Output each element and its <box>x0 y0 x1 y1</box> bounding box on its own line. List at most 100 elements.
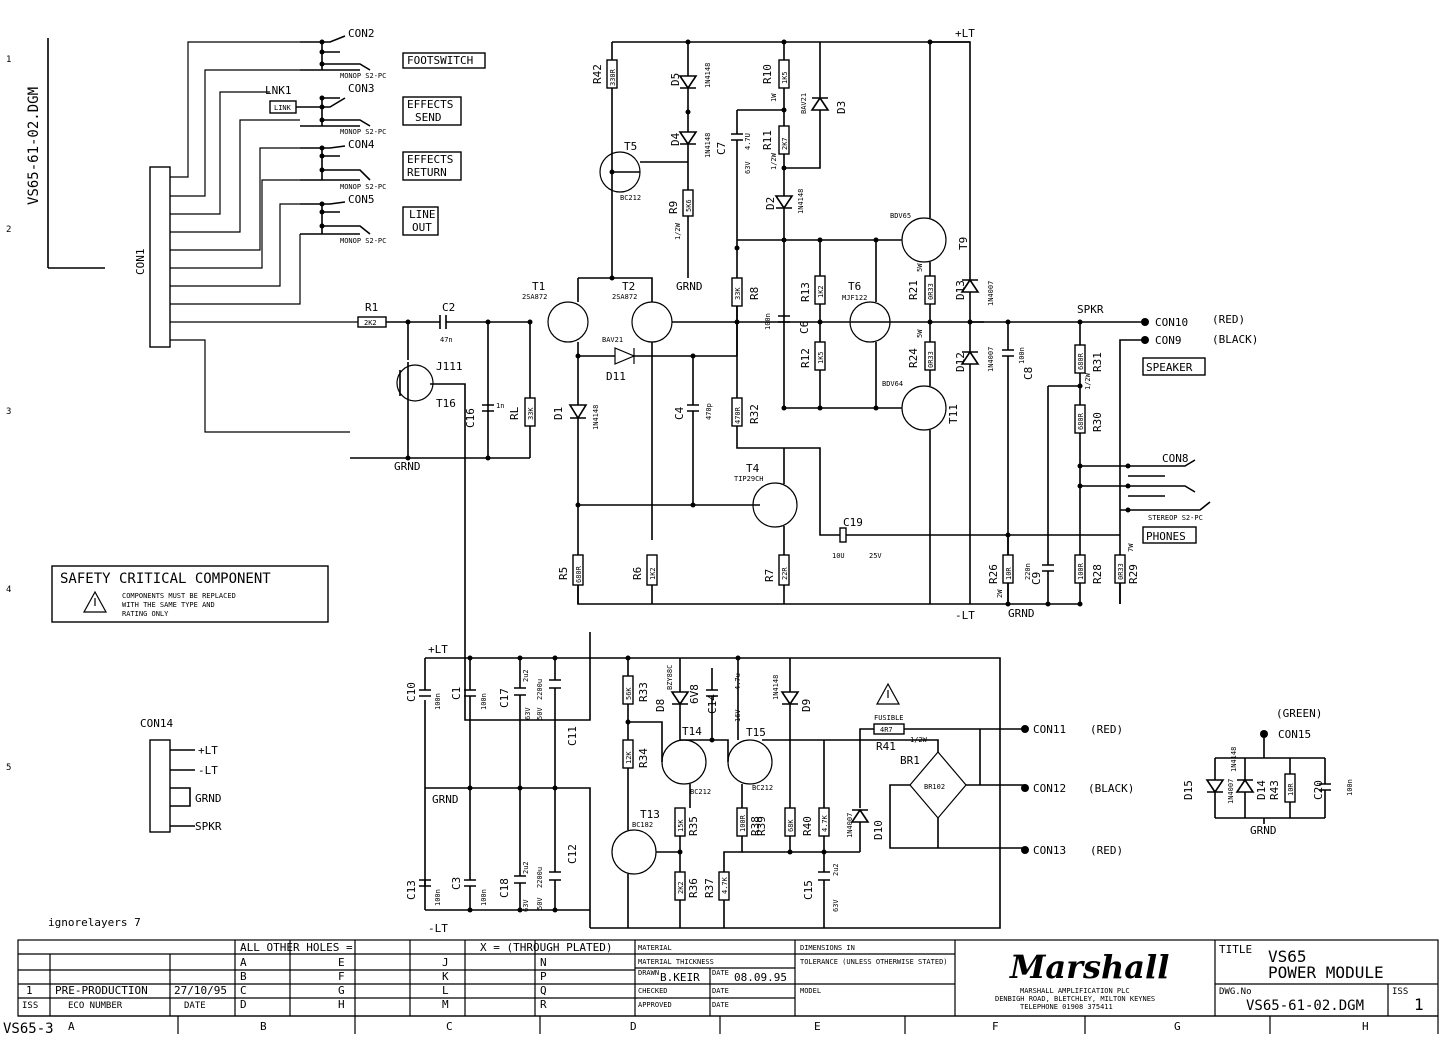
svg-text:SEND: SEND <box>415 111 442 124</box>
svg-text:G: G <box>1174 1020 1181 1033</box>
con15-network: (GREEN) CON15 D15 1N4007 D14 1N4148 R43 … <box>1182 707 1354 837</box>
svg-text:680R: 680R <box>1077 412 1085 430</box>
svg-text:-LT: -LT <box>955 609 975 622</box>
svg-text:10U: 10U <box>832 552 845 560</box>
svg-text:+LT: +LT <box>198 744 218 757</box>
svg-text:-LT: -LT <box>428 922 448 935</box>
svg-text:680R: 680R <box>575 565 583 583</box>
svg-text:C8: C8 <box>1022 367 1035 380</box>
diff-pair: T1 2SA872 T2 2SA872 D11 BAV21 D1 1N4148 … <box>522 275 1080 605</box>
svg-text:GRND: GRND <box>195 792 222 805</box>
label-footswitch: FOOTSWITCH <box>402 52 486 69</box>
svg-text:WITH THE SAME TYPE AND: WITH THE SAME TYPE AND <box>122 601 215 609</box>
svg-text:F: F <box>992 1020 999 1033</box>
svg-text:R29: R29 <box>1127 564 1140 584</box>
svg-text:GRND: GRND <box>1008 607 1035 620</box>
svg-text:ISS: ISS <box>22 1001 38 1011</box>
svg-text:CON2: CON2 <box>348 27 375 40</box>
svg-text:R10: R10 <box>761 64 774 84</box>
svg-text:C1: C1 <box>450 687 463 700</box>
svg-text:R21: R21 <box>907 280 920 300</box>
svg-text:B.KEIR: B.KEIR <box>660 971 700 984</box>
svg-text:5W: 5W <box>916 263 924 272</box>
svg-text:CON4: CON4 <box>348 138 375 151</box>
svg-text:1: 1 <box>1414 995 1424 1014</box>
label-effects-send: EFFECTS SEND <box>402 96 462 126</box>
svg-text:COMPONENTS MUST BE REPLACED: COMPONENTS MUST BE REPLACED <box>122 592 236 600</box>
svg-text:D12: D12 <box>954 352 967 372</box>
svg-text:C16: C16 <box>464 408 477 428</box>
svg-text:DIMENSIONS IN: DIMENSIONS IN <box>800 944 855 952</box>
svg-text:220n: 220n <box>1024 563 1032 580</box>
svg-text:PHONES: PHONES <box>1146 530 1186 543</box>
svg-text:C18: C18 <box>498 878 511 898</box>
svg-text:C11: C11 <box>566 726 579 746</box>
svg-text:R40: R40 <box>801 816 814 836</box>
svg-text:T14: T14 <box>682 725 702 738</box>
svg-text:M: M <box>442 998 449 1011</box>
svg-text:(BLACK): (BLACK) <box>1212 333 1258 346</box>
svg-text:C2: C2 <box>442 301 455 314</box>
svg-text:EFFECTS: EFFECTS <box>407 153 453 166</box>
svg-text:R30: R30 <box>1091 412 1104 432</box>
svg-text:330R: 330R <box>609 68 617 86</box>
svg-text:1K2: 1K2 <box>649 567 657 580</box>
svg-text:2u2: 2u2 <box>522 861 530 874</box>
margin-id: VS65-61-02.DGM <box>26 87 42 205</box>
svg-text:RL: RL <box>508 406 521 420</box>
svg-text:10R: 10R <box>1287 783 1295 796</box>
svg-text:-LT: -LT <box>198 764 218 777</box>
svg-text:R36: R36 <box>687 878 700 898</box>
label-line-out: LINE OUT <box>402 206 439 236</box>
svg-text:T16: T16 <box>436 397 456 410</box>
svg-text:R24: R24 <box>907 348 920 368</box>
speaker-output: SPKR CON10 (RED) CON9 (BLACK) SPEAKER R3… <box>970 303 1258 620</box>
svg-text:MONOP S2-PC: MONOP S2-PC <box>340 72 386 80</box>
svg-text:(BLACK): (BLACK) <box>1088 782 1134 795</box>
svg-text:R12: R12 <box>799 348 812 368</box>
svg-text:DENBIGH ROAD, BLETCHLEY, MILTO: DENBIGH ROAD, BLETCHLEY, MILTON KEYNES <box>995 995 1155 1003</box>
con1-header: CON1 <box>134 41 360 433</box>
svg-text:63V: 63V <box>522 899 530 912</box>
svg-text:C17: C17 <box>498 688 511 708</box>
svg-text:D14: D14 <box>1255 780 1268 800</box>
svg-text:C13: C13 <box>405 880 418 900</box>
svg-text:2200u: 2200u <box>536 867 544 888</box>
svg-text:R35: R35 <box>687 816 700 836</box>
svg-text:4R7: 4R7 <box>880 726 893 734</box>
svg-text:T4: T4 <box>746 462 760 475</box>
svg-text:D11: D11 <box>606 370 626 383</box>
svg-text:CON9: CON9 <box>1155 334 1182 347</box>
svg-text:0R33: 0R33 <box>927 351 935 368</box>
svg-text:5: 5 <box>6 763 11 773</box>
svg-text:BR1: BR1 <box>900 754 920 767</box>
svg-text:C9: C9 <box>1030 572 1043 585</box>
svg-text:DATE: DATE <box>712 987 729 995</box>
svg-text:2u2: 2u2 <box>522 669 530 682</box>
svg-text:RATING ONLY: RATING ONLY <box>122 610 169 618</box>
svg-text:27/10/95: 27/10/95 <box>174 984 227 997</box>
svg-text:R31: R31 <box>1091 352 1104 372</box>
svg-text:1N4148: 1N4148 <box>704 133 712 158</box>
svg-text:C12: C12 <box>566 844 579 864</box>
svg-text:2W: 2W <box>996 589 1004 598</box>
svg-text:R34: R34 <box>637 748 650 768</box>
svg-text:R: R <box>540 998 547 1011</box>
svg-text:R1: R1 <box>365 301 378 314</box>
svg-text:APPROVED: APPROVED <box>638 1001 672 1009</box>
svg-text:50V: 50V <box>536 707 544 720</box>
svg-text:R26: R26 <box>987 564 1000 584</box>
svg-text:D10: D10 <box>872 820 885 840</box>
svg-text:2200u: 2200u <box>536 679 544 700</box>
svg-text:1N4148: 1N4148 <box>1230 747 1238 772</box>
svg-text:2K2: 2K2 <box>677 881 685 894</box>
svg-text:MONOP S2-PC: MONOP S2-PC <box>340 237 386 245</box>
svg-text:1n: 1n <box>496 402 504 410</box>
svg-text:1W: 1W <box>770 93 778 102</box>
svg-text:6V8: 6V8 <box>688 684 701 704</box>
svg-text:0R33: 0R33 <box>1117 563 1125 580</box>
svg-text:50V: 50V <box>536 897 544 910</box>
svg-text:BC182: BC182 <box>632 821 653 829</box>
svg-text:R42: R42 <box>591 64 604 84</box>
